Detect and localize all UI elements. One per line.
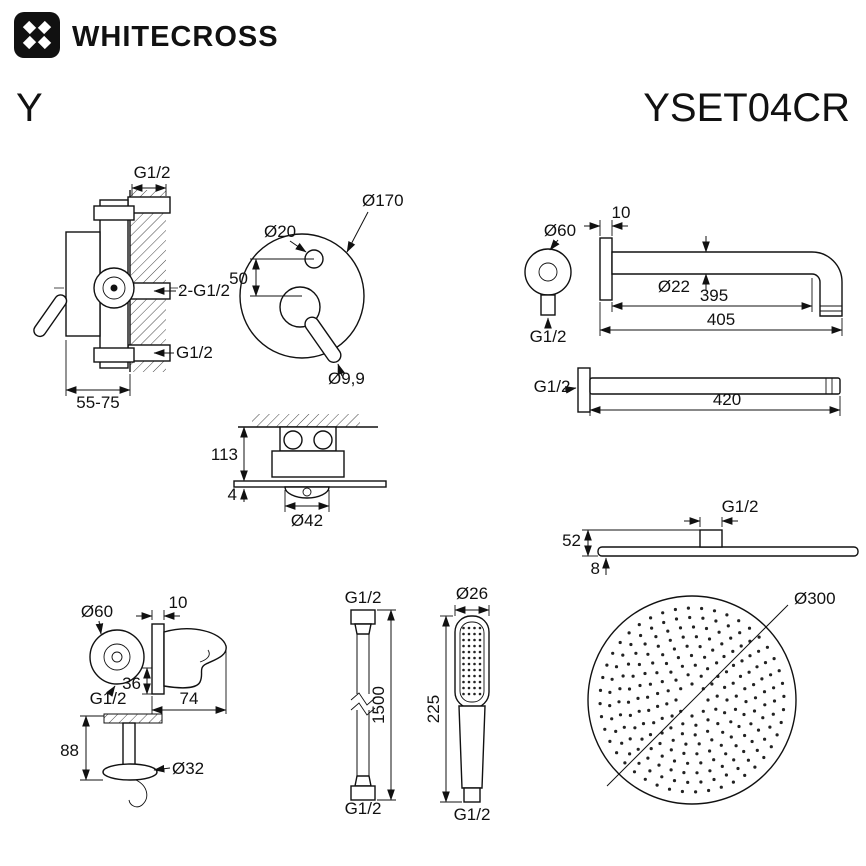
- valve-trim-plate: [233, 480, 387, 488]
- handshower-view: Ø26 225 G1/2: [424, 584, 490, 824]
- rainhead-plate-side: [597, 546, 859, 557]
- arm-escutcheon: [599, 237, 613, 301]
- dim-holder-height: 88: [60, 741, 79, 760]
- dim-mixer-side-thread-mid: 2-G1/2: [178, 281, 230, 300]
- outlet-flange-circle: [89, 629, 145, 685]
- ceiling-hatch: [252, 414, 360, 427]
- outlet-escutcheon: [102, 763, 158, 781]
- handshower-nozzles: [462, 626, 482, 696]
- arm-flange-circle: [524, 248, 572, 296]
- mixer-front-lever: [304, 316, 342, 364]
- hose-nut-bottom: [350, 785, 376, 801]
- mixer-lever: [33, 294, 68, 338]
- dim-head-side-plate-thk: 8: [591, 559, 600, 578]
- dim-mixer-front-pin-dia: Ø9,9: [328, 369, 365, 388]
- dim-arm-flange-dia: Ø60: [544, 221, 576, 240]
- dim-mixer-front-knob-offset: 50: [229, 269, 248, 288]
- brand-logo: WHITECROSS: [14, 12, 279, 58]
- dim-arm-length-inner: 395: [700, 286, 728, 305]
- hose-view: G1/2 G1/2 1500: [345, 588, 396, 818]
- dim-head-side-height: 52: [562, 531, 581, 550]
- arm-flange-stub: [540, 294, 556, 316]
- arm2-escutcheon: [577, 367, 591, 413]
- dim-head-side-thread: G1/2: [722, 497, 759, 516]
- rainhead-nozzles: [598, 606, 786, 794]
- valve-mounted-view: 113 4 Ø42: [211, 414, 387, 530]
- dim-holder-drop: 36: [122, 674, 141, 693]
- dim-arm-flange-thread: G1/2: [530, 327, 567, 346]
- dim-handshower-length: 225: [424, 695, 443, 723]
- handshower-face: [459, 621, 485, 703]
- dim-rainhead-dia: Ø300: [794, 589, 836, 608]
- dim-mixer-side-depth: 55-75: [76, 393, 119, 412]
- wall-hatch: [130, 190, 166, 372]
- dim-arm-length-outer: 405: [707, 310, 735, 329]
- dim-arm-plate-thk: 10: [612, 203, 631, 222]
- arm2-pipe: [589, 377, 841, 395]
- dim-handshower-head-dia: Ø26: [456, 584, 488, 603]
- dim-handshower-thread: G1/2: [454, 805, 491, 824]
- dim-valve-dome-dia: Ø42: [291, 511, 323, 530]
- dim-mixer-front-knob-dia: Ø20: [264, 222, 296, 241]
- handshower-handle: [458, 705, 486, 789]
- dim-arm-pipe-dia: Ø22: [658, 277, 690, 296]
- valve-knurl-ring: [271, 450, 345, 478]
- dim-holder-plate-thk: 10: [169, 593, 188, 612]
- dim-arm2-thread: G1/2: [534, 377, 571, 396]
- mixer-side-view: G1/2 2-G1/2 G1/2 55-75: [33, 163, 230, 412]
- rainhead-diameter-line: [606, 604, 789, 787]
- outlet-holder-view: Ø60 10 36 74 G1/2 88 Ø32: [60, 593, 227, 808]
- holder-hook: [163, 628, 227, 689]
- holder-wall-plate: [151, 623, 165, 695]
- dim-arm2-length: 420: [713, 390, 741, 409]
- rainhead-top-view: Ø300: [587, 589, 836, 805]
- shower-arm-straight-view: G1/2 420: [534, 367, 841, 416]
- rainhead-nipple: [699, 529, 723, 548]
- brand-name: WHITECROSS: [72, 21, 279, 53]
- dim-mixer-side-thread-top: G1/2: [134, 163, 171, 182]
- dim-hose-length: 1500: [369, 686, 388, 724]
- rainhead-side-view: G1/2 52 8: [562, 497, 859, 578]
- dim-valve-plate-thk: 4: [228, 485, 237, 504]
- dim-valve-depth: 113: [211, 445, 238, 464]
- shower-arm-view: Ø60 G1/2 10 Ø22 395 405: [524, 203, 843, 346]
- dim-holder-flange-dia: Ø60: [81, 602, 113, 621]
- model-label: YSET04CR: [643, 86, 850, 130]
- valve-dome: [284, 486, 330, 499]
- series-label: Y: [16, 86, 43, 130]
- arm-pipe: [611, 251, 843, 317]
- outlet-wall-bar: [103, 713, 163, 724]
- dim-holder-escutcheon-dia: Ø32: [172, 759, 204, 778]
- dim-hose-thread-top: G1/2: [345, 588, 382, 607]
- dim-mixer-side-thread-bottom: G1/2: [176, 343, 213, 362]
- hose-nut-top: [350, 609, 376, 625]
- dim-holder-thread: G1/2: [90, 689, 127, 708]
- dim-hose-thread-bottom: G1/2: [345, 799, 382, 818]
- handshower-thread-stub: [463, 787, 481, 803]
- dim-mixer-front-plate-dia: Ø170: [362, 191, 404, 210]
- dim-holder-width: 74: [180, 689, 199, 708]
- outlet-pipe: [122, 722, 136, 766]
- mixer-front-view: Ø170 Ø20 50 Ø9,9: [229, 191, 404, 388]
